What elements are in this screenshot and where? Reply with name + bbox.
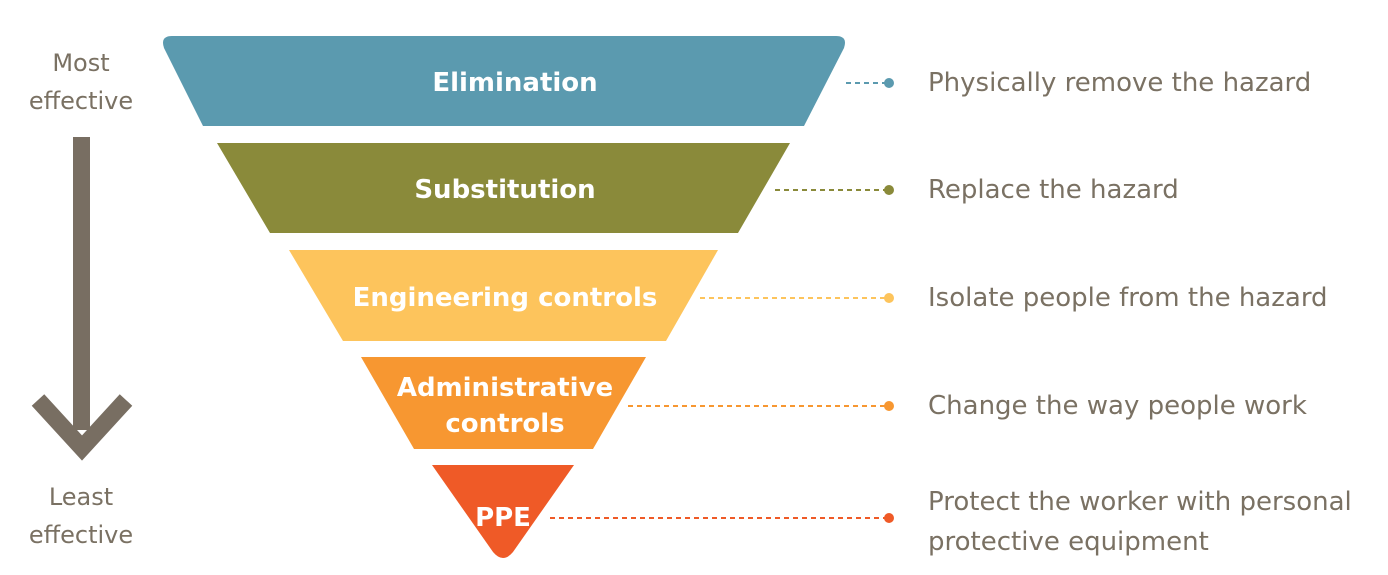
- connector-dot-3: [884, 293, 894, 303]
- tier-description-4: Change the way people work: [928, 391, 1307, 421]
- tier-description-3: Isolate people from the hazard: [928, 283, 1328, 313]
- tier-description-1: Physically remove the hazard: [928, 68, 1312, 98]
- tier-label-5: PPE: [475, 503, 531, 533]
- connector-dot-1: [884, 78, 894, 88]
- tier-shape-3: [289, 250, 718, 341]
- tier-shape-4: [361, 357, 646, 449]
- tier-label-3: Engineering controls: [352, 283, 658, 313]
- connector-dot-5: [884, 513, 894, 523]
- tier-label-1: Elimination: [432, 68, 598, 98]
- tier-shape-1: [163, 36, 845, 126]
- effectiveness-arrow-icon: [31, 137, 133, 461]
- tier-label-2: Substitution: [414, 175, 596, 205]
- tier-description-2: Replace the hazard: [928, 175, 1179, 205]
- tier-shape-2: [217, 143, 790, 233]
- tier-shape-5: [432, 465, 574, 558]
- connector-dot-2: [884, 185, 894, 195]
- connector-dot-4: [884, 401, 894, 411]
